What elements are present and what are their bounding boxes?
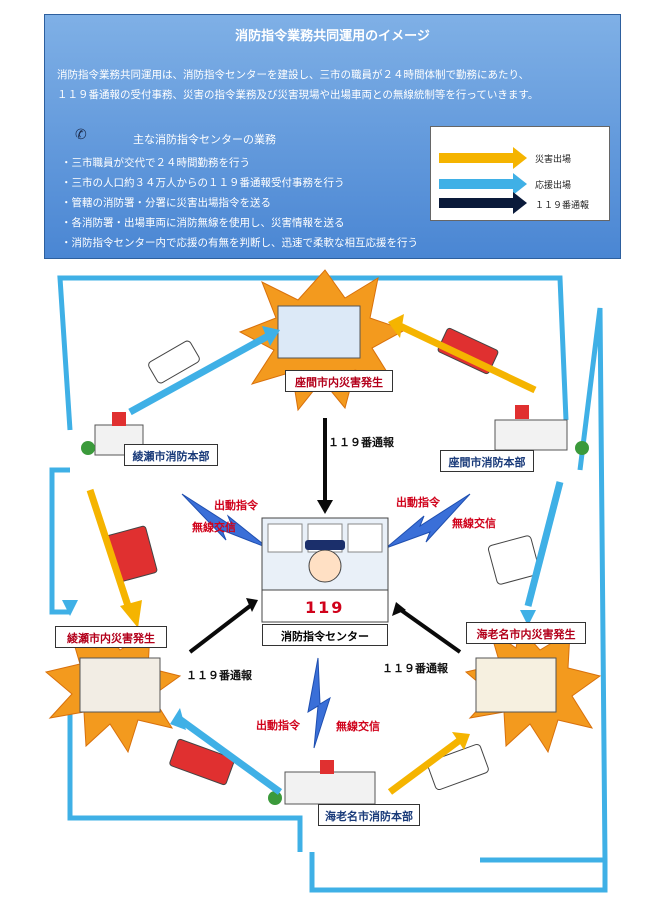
- disaster-label-zama: 座間市内災害発生: [285, 370, 393, 392]
- dispatch-label-bottom: 出動指令: [256, 719, 300, 732]
- support-route-bottom2: [309, 852, 608, 893]
- legend-label-call: １１９番通報: [535, 201, 590, 211]
- call-arrows: [188, 418, 462, 654]
- legend-arrow-disaster: [439, 147, 527, 169]
- legend-arrow-call: [439, 192, 527, 214]
- panel-description-line-2: １１９番通報の受付事務、災害の指令業務及び災害現場や出場車両との無線統制等を行っ…: [57, 89, 539, 101]
- duty-bullet: ・消防指令センター内で応援の有無を判断し、迅速で柔軟な相互応援を行う: [61, 237, 418, 249]
- panel-description-line-1: 消防指令業務共同運用は、消防指令センターを建設し、三市の職員が２４時間体制で勤務…: [57, 69, 530, 81]
- center-sign: 119: [305, 598, 345, 617]
- support-route-bottom: [67, 700, 303, 852]
- disaster-label-ebina: 海老名市内災害発生: [466, 622, 586, 644]
- disaster-scene-ebina: [475, 657, 557, 713]
- duty-bullet: ・各消防署・出場車両に消防無線を使用し、災害情報を送る: [61, 217, 345, 229]
- info-panel: 消防指令業務共同運用のイメージ 消防指令業務共同運用は、消防指令センターを建設し…: [44, 14, 621, 259]
- call-label-top: １１９番通報: [328, 436, 394, 449]
- duties-title: 主な消防指令センターの業務: [133, 133, 276, 146]
- disaster-label-ayase: 綾瀬市内災害発生: [55, 626, 167, 648]
- dispatch-center-label: 消防指令センター: [262, 624, 388, 646]
- ambulance-icon: [148, 340, 200, 384]
- support-dispatch-arrows: [128, 326, 564, 795]
- support-route-left: [49, 467, 70, 615]
- support-arrowhead: [520, 610, 536, 626]
- radio-label-left: 無線交信: [192, 521, 236, 534]
- radio-bolt-bottom: [307, 657, 331, 749]
- legend-arrows: [439, 147, 527, 214]
- hq-label-ayase: 綾瀬市消防本部: [124, 444, 218, 466]
- ambulance-icon: [487, 535, 541, 585]
- dispatch-center-illustration: [261, 517, 389, 623]
- duty-bullet: ・三市職員が交代で２４時間勤務を行う: [61, 157, 250, 169]
- hq-building-zama: [494, 405, 589, 455]
- hq-building-ebina: [268, 760, 376, 805]
- phone-icon: ✆: [75, 127, 87, 143]
- duty-bullet: ・管轄の消防署・分署に災害出場指令を送る: [61, 197, 271, 209]
- disaster-scene-zama: [277, 305, 361, 359]
- legend: 災害出場 応援出場 １１９番通報: [430, 126, 610, 221]
- legend-arrow-support: [439, 173, 527, 195]
- support-route-right: [480, 307, 608, 863]
- support-arrowhead: [62, 600, 78, 616]
- dispatch-label-right: 出動指令: [396, 496, 440, 509]
- call-label-left: １１９番通報: [186, 669, 252, 682]
- support-route-top: [57, 275, 569, 431]
- support-routes: [49, 275, 608, 893]
- disaster-scene-ayase: [79, 657, 161, 713]
- radio-label-right: 無線交信: [452, 517, 496, 530]
- duty-bullet: ・三市の人口約３４万人からの１１９番通報受付事務を行う: [61, 177, 345, 189]
- legend-label-disaster: 災害出場: [535, 155, 572, 165]
- radio-label-bottom: 無線交信: [336, 720, 380, 733]
- call-label-right: １１９番通報: [382, 662, 448, 675]
- ambulance-icon: [427, 743, 489, 791]
- hq-label-zama: 座間市消防本部: [440, 450, 534, 472]
- hq-label-ebina: 海老名市消防本部: [318, 804, 420, 826]
- panel-title: 消防指令業務共同運用のイメージ: [235, 29, 430, 44]
- dispatch-label-left: 出動指令: [214, 499, 258, 512]
- disaster-dispatch-arrows: [86, 314, 537, 795]
- fire-engine-icon: [169, 738, 235, 786]
- legend-label-support: 応援出場: [535, 181, 572, 191]
